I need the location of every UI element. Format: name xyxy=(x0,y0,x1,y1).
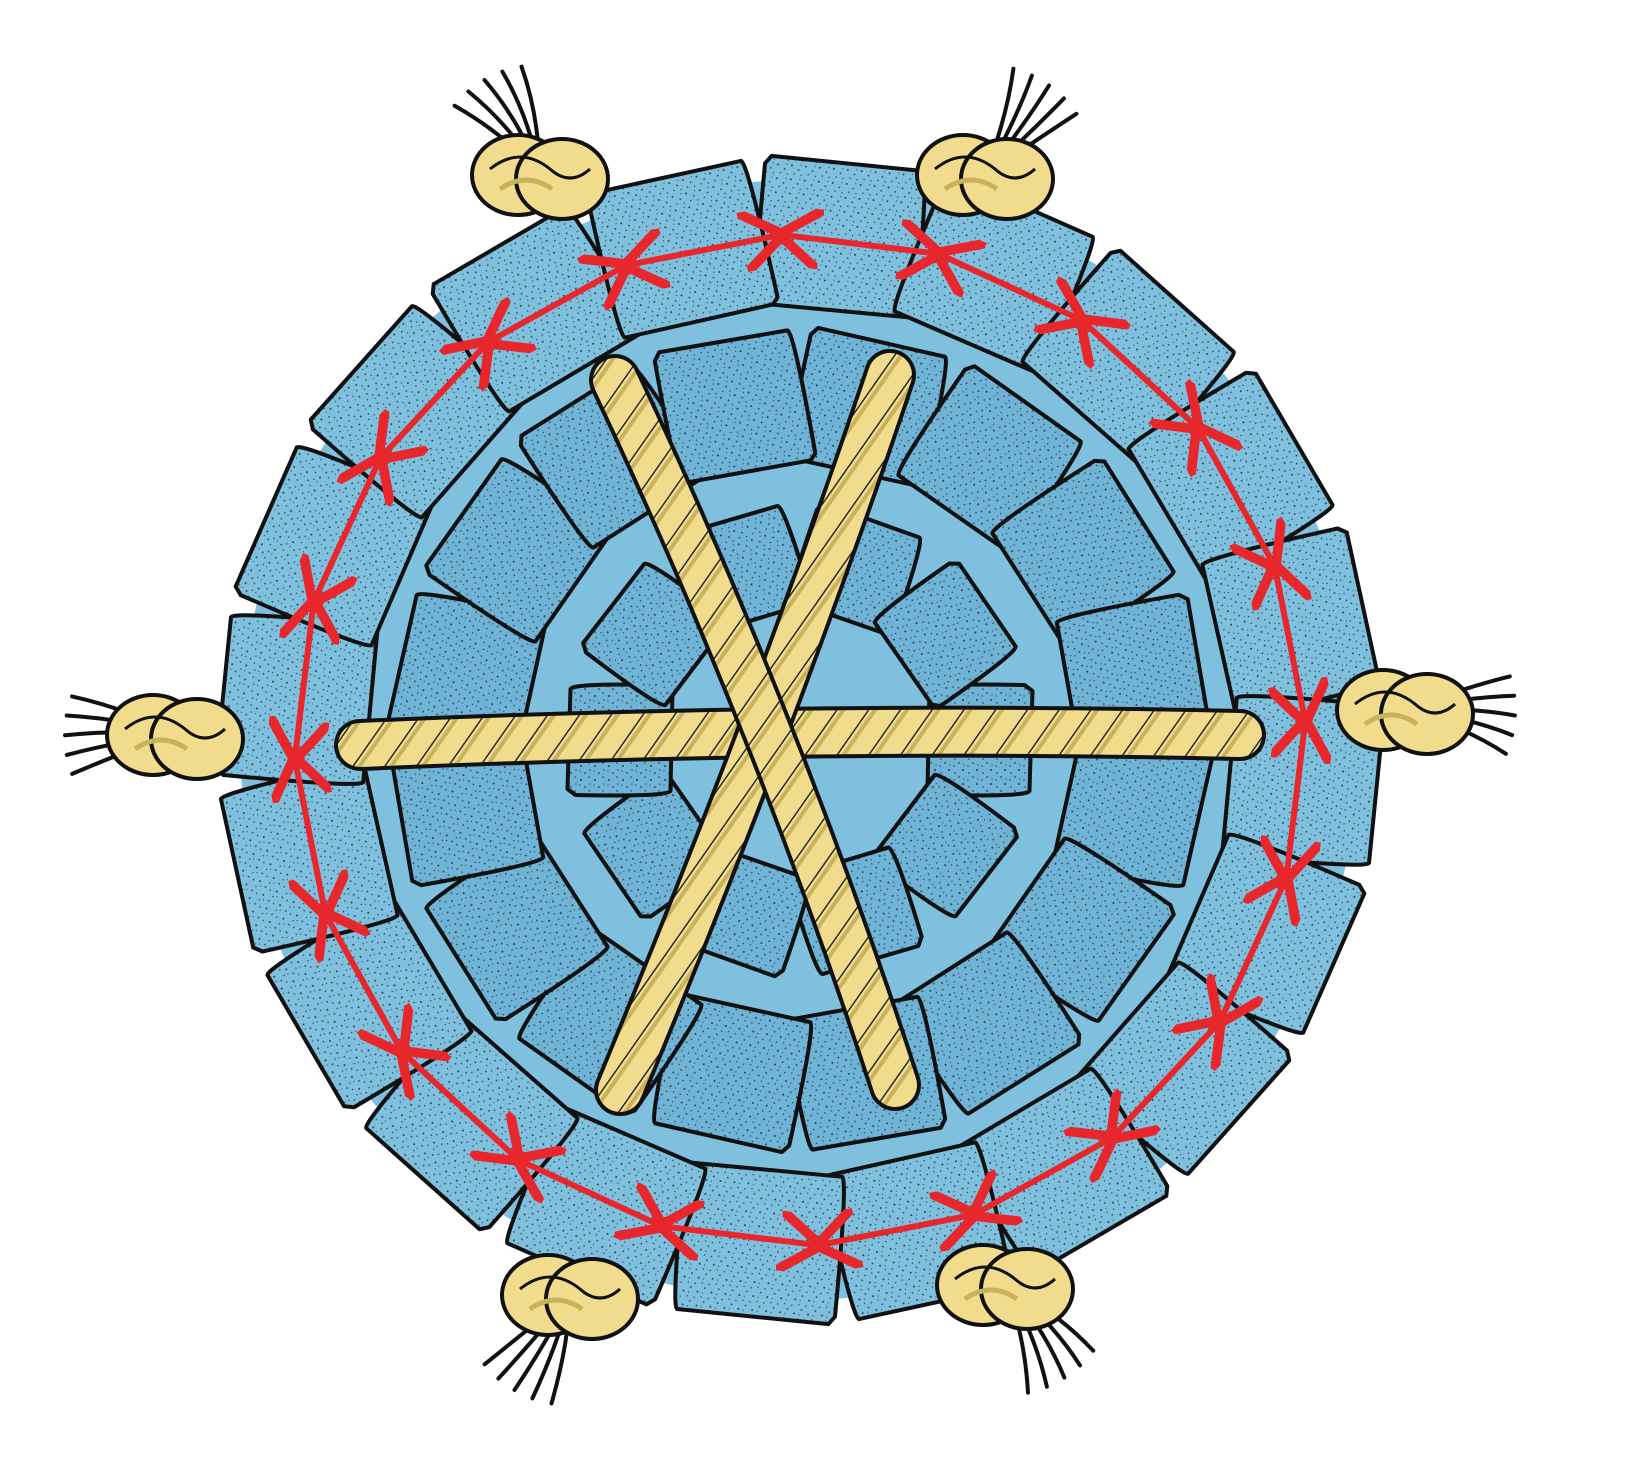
rope-knot-icon xyxy=(1337,670,1515,754)
rope-knot-icon xyxy=(937,1245,1093,1393)
rope-knot-icon xyxy=(455,67,608,219)
rope-knot-icon xyxy=(485,1255,638,1403)
rope-knot-icon xyxy=(917,69,1076,219)
rope-knot-icon xyxy=(65,695,243,779)
